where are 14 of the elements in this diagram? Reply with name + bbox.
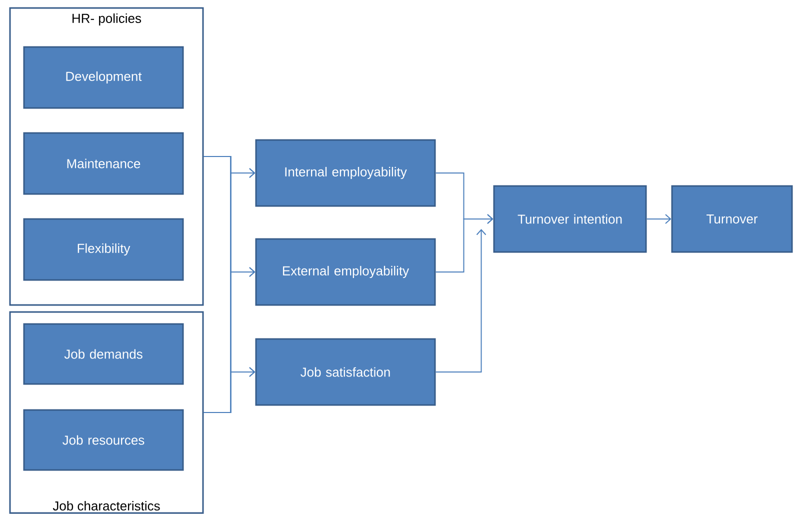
arrow bbox=[203, 367, 256, 413]
process-box: Job resources bbox=[23, 409, 184, 471]
arrow bbox=[646, 214, 672, 224]
process-box: Flexibility bbox=[23, 218, 184, 281]
process-box: External employability bbox=[255, 238, 436, 306]
process-box: Job demands bbox=[23, 323, 184, 385]
process-box: Development bbox=[23, 46, 184, 109]
process-box: Maintenance bbox=[23, 132, 184, 195]
arrow bbox=[435, 229, 486, 372]
process-box: Internal employability bbox=[255, 139, 436, 207]
process-box: Turnover intention bbox=[493, 185, 647, 253]
arrow bbox=[435, 214, 494, 272]
process-box: Turnover bbox=[671, 185, 793, 253]
process-box: Job satisfaction bbox=[255, 338, 436, 406]
